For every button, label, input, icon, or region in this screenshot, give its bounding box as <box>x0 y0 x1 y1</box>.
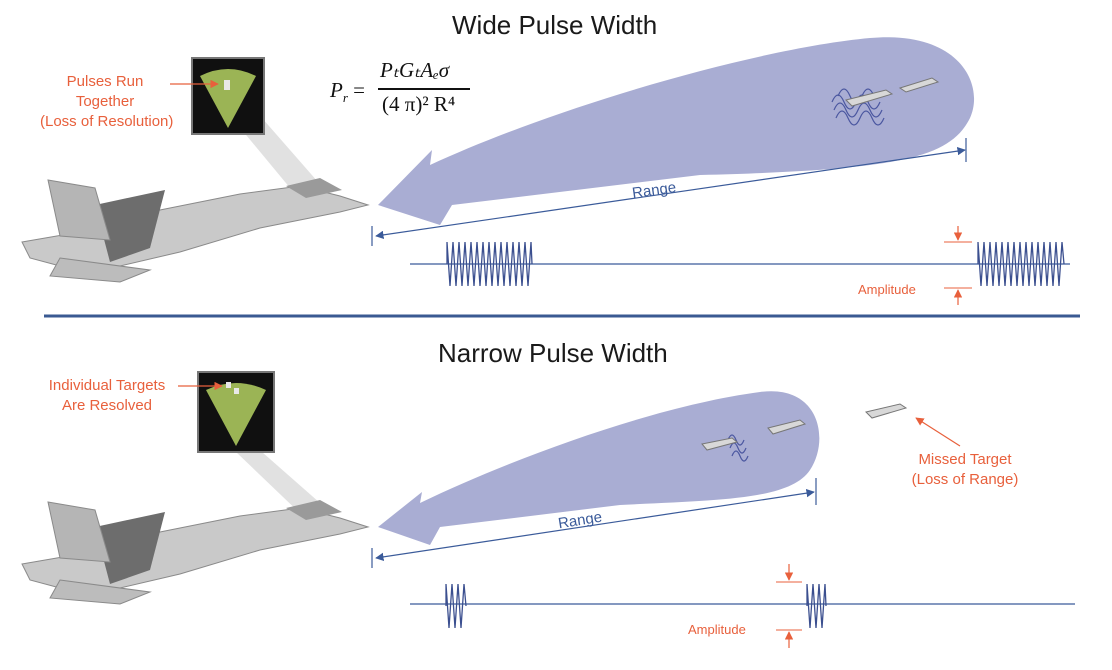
formula-numerator: PₜGₜAₑσ <box>380 58 449 83</box>
radar-beam-top <box>378 37 974 225</box>
missed-target-aircraft <box>866 404 906 418</box>
missed-target-pointer <box>916 418 960 446</box>
formula-denominator: (4 π)² R⁴ <box>382 92 455 117</box>
missed-target-caption: Missed Target (Loss of Range) <box>890 450 1040 490</box>
top-scope-caption-line-2: Together <box>40 92 170 112</box>
formula-fraction-bar <box>378 88 470 90</box>
received-pulse-top <box>978 242 1064 286</box>
radar-scope-bottom <box>198 372 274 452</box>
bottom-scope-caption-line-2: Are Resolved <box>32 396 182 416</box>
transmitted-pulse-bottom <box>446 584 466 628</box>
received-pulse-bottom <box>807 584 826 628</box>
formula-equals: = <box>348 78 365 102</box>
bottom-scope-caption: Individual Targets Are Resolved <box>32 376 182 416</box>
top-scope-caption-line-1: Pulses Run <box>40 72 170 92</box>
radar-scope-top <box>192 58 264 134</box>
top-panel-title: Wide Pulse Width <box>452 10 657 41</box>
pulse-trains-bottom <box>446 584 826 628</box>
missed-target-caption-line-2: (Loss of Range) <box>890 470 1040 490</box>
bottom-scope-caption-line-1: Individual Targets <box>32 376 182 396</box>
fighter-jet-bottom <box>22 500 368 604</box>
bottom-panel-title: Narrow Pulse Width <box>438 338 668 369</box>
top-amplitude-label: Amplitude <box>858 280 916 300</box>
bottom-amplitude-label: Amplitude <box>688 620 746 640</box>
top-scope-caption-line-3: (Loss of Resolution) <box>40 112 170 132</box>
fighter-jet-top <box>22 178 368 282</box>
top-scope-caption: Pulses Run Together (Loss of Resolution) <box>40 72 170 132</box>
missed-target-caption-line-1: Missed Target <box>890 450 1040 470</box>
formula-lhs: P <box>330 78 343 102</box>
